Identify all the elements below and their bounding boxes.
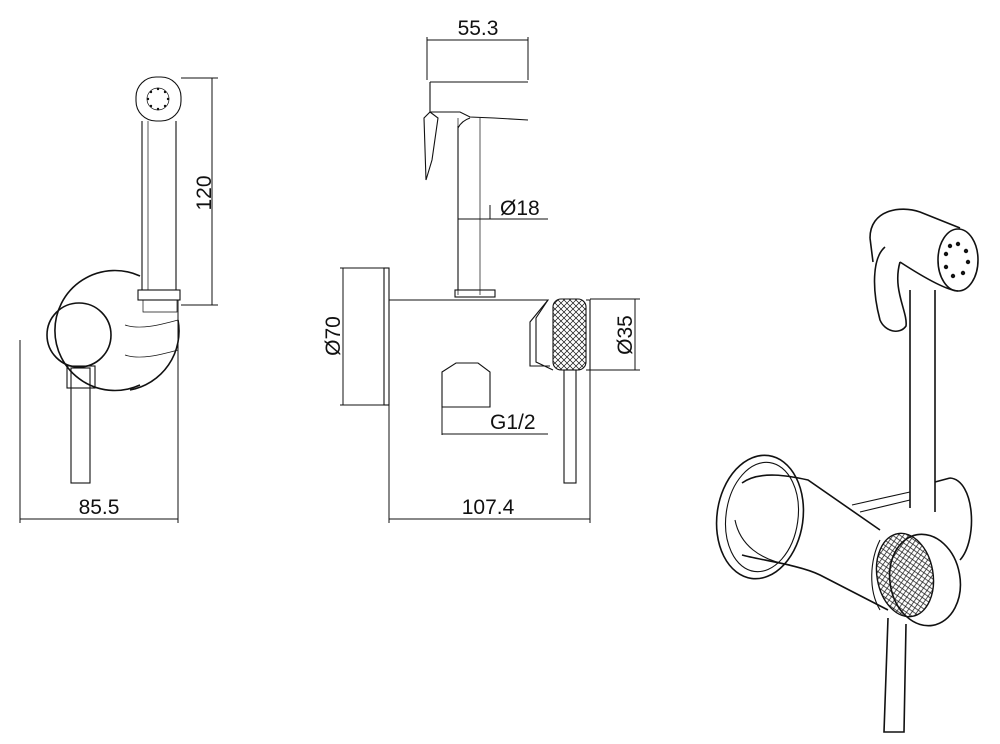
shower-head-3d <box>869 208 961 239</box>
dim-plate-diameter: Ø70 <box>322 316 345 356</box>
knob-front <box>46 302 112 368</box>
shower-handle-front <box>141 121 177 290</box>
shower-head-side <box>429 81 529 121</box>
holder-3d <box>934 477 973 561</box>
dim-total-width: 85.5 <box>79 496 120 519</box>
spray-holes <box>943 241 971 279</box>
knob-face-3d <box>888 533 962 627</box>
lever-side <box>563 369 577 484</box>
dim-total-depth: 107.4 <box>462 496 515 519</box>
wall-plate-side <box>383 267 390 406</box>
lever-3d <box>883 617 907 733</box>
dim-hose-length: 120 <box>193 175 216 210</box>
wall-plate-3d <box>715 454 805 580</box>
valve-body-3d <box>741 474 889 611</box>
front-view: 120 85.5 <box>19 76 218 523</box>
pipe-3d <box>909 290 936 512</box>
holder-front <box>137 289 181 301</box>
valve-body-side <box>389 299 550 367</box>
knob-knurl-3d <box>875 532 935 618</box>
lever-front <box>70 367 91 484</box>
thread-connector <box>441 362 491 408</box>
dim-shower-width: 55.3 <box>458 17 499 40</box>
wall-plate-front <box>54 269 141 392</box>
trigger-side <box>423 111 439 181</box>
dim-thread: G1/2 <box>490 411 536 434</box>
dim-knob-diameter: Ø35 <box>614 315 637 355</box>
spray-face-icon <box>937 228 979 292</box>
knob-knurl-side <box>552 298 587 371</box>
nozzle-holes <box>146 87 170 111</box>
shower-head-front <box>135 76 182 122</box>
perspective-view <box>715 208 979 733</box>
side-view: 55.3 Ø18 Ø70 Ø35 G1/2 107.4 <box>322 17 640 523</box>
dim-pipe-diameter: Ø18 <box>500 197 540 220</box>
trigger-3d <box>873 246 907 333</box>
